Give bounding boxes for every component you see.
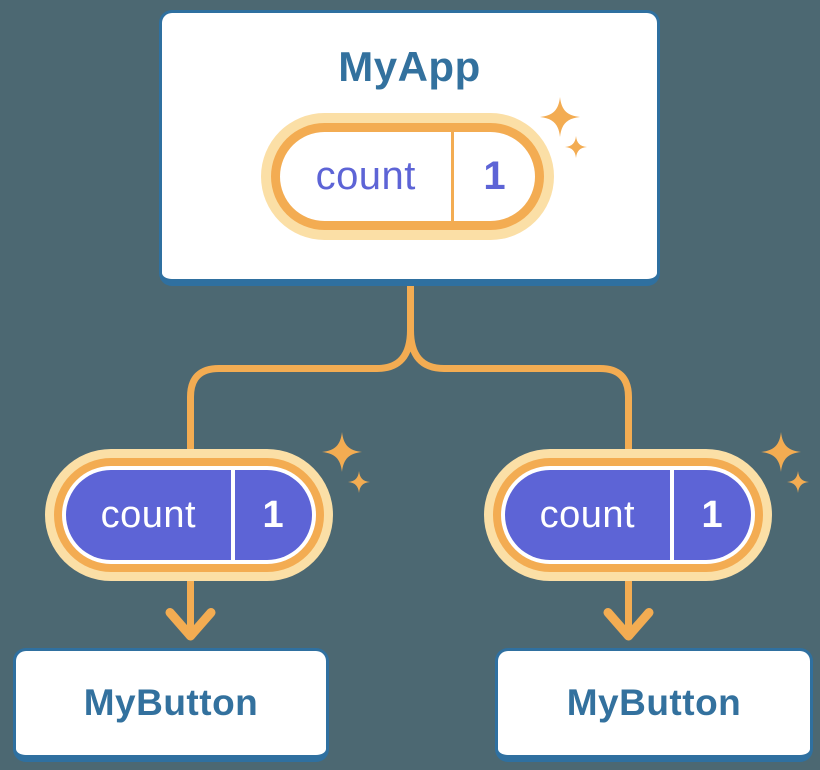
state-value: 1 bbox=[262, 493, 285, 536]
right-arrowhead-icon bbox=[603, 608, 654, 641]
state-pill-right: count 1 bbox=[505, 470, 751, 560]
left-arrowhead-icon bbox=[165, 608, 216, 641]
node-mybutton-left-title: MyButton bbox=[83, 682, 259, 723]
node-mybutton-left: MyButton bbox=[13, 648, 329, 762]
node-myapp-title: MyApp bbox=[338, 43, 481, 90]
state-pill-left: count 1 bbox=[66, 470, 312, 560]
state-value: 1 bbox=[483, 154, 507, 198]
pill-divider bbox=[451, 132, 455, 221]
pill-divider bbox=[230, 470, 235, 560]
left-branch-line bbox=[187, 329, 414, 455]
state-label: count bbox=[539, 493, 636, 536]
state-label: count bbox=[100, 493, 197, 536]
right-branch-line bbox=[407, 329, 632, 455]
pill-divider bbox=[669, 470, 674, 560]
state-pill-root: count 1 bbox=[280, 132, 535, 221]
node-myapp: MyApp count 1 bbox=[159, 10, 660, 286]
node-mybutton-right-title: MyButton bbox=[566, 682, 742, 723]
node-mybutton-right: MyButton bbox=[495, 648, 813, 762]
state-label: count bbox=[315, 154, 416, 198]
state-value: 1 bbox=[701, 493, 724, 536]
